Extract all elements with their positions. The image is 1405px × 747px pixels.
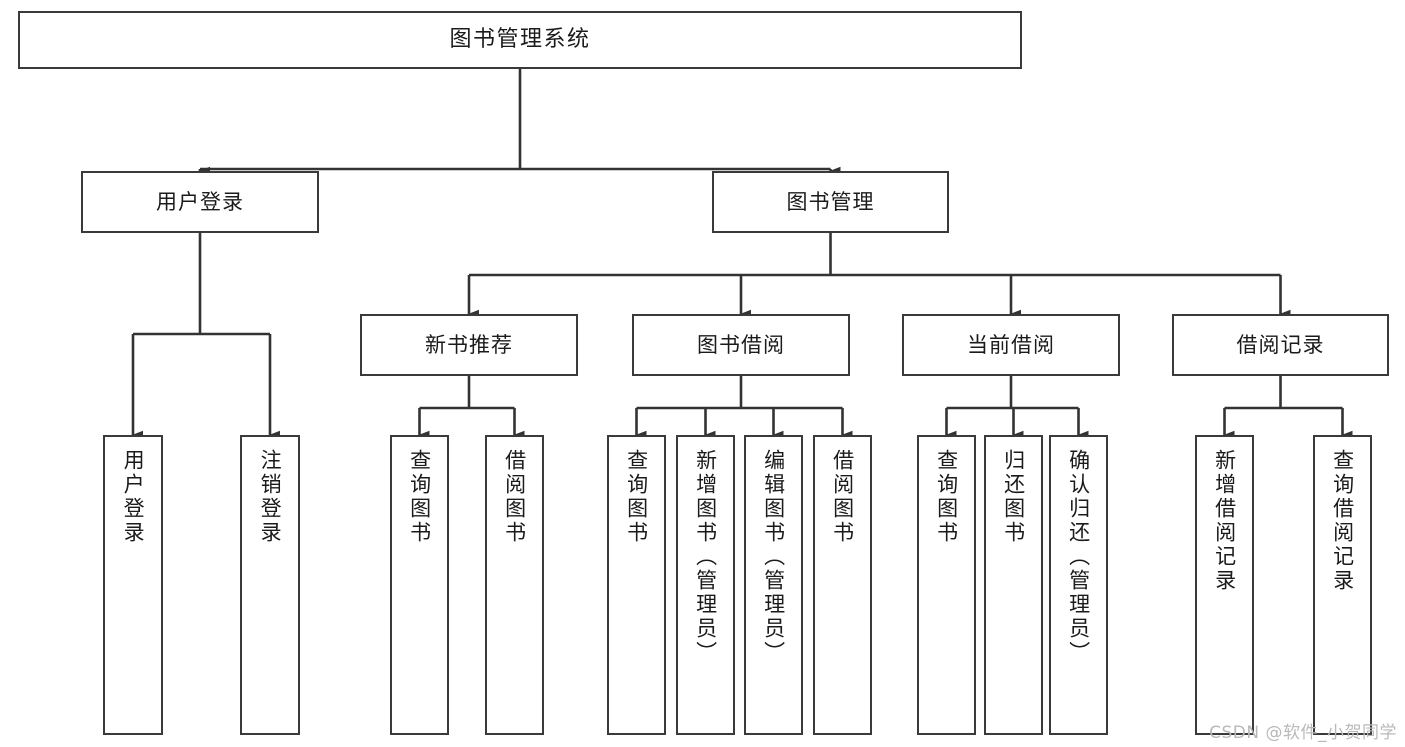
node-leaf-query-book-2[interactable]: 查询图书 (607, 435, 666, 735)
node-book-borrow-label: 图书借阅 (697, 332, 785, 357)
watermark-text: CSDN @软件_小贺同学 (1209, 723, 1397, 743)
node-leaf-edit-book-label: 编辑图书（管理员） (761, 449, 786, 665)
node-leaf-query-record[interactable]: 查询借阅记录 (1313, 435, 1372, 735)
node-user-login[interactable]: 用户登录 (81, 171, 319, 233)
node-leaf-query-book-1[interactable]: 查询图书 (390, 435, 449, 735)
node-leaf-query-book-1-label: 查询图书 (407, 449, 432, 545)
node-borrow-record-label: 借阅记录 (1236, 332, 1325, 357)
node-leaf-edit-book[interactable]: 编辑图书（管理员） (744, 435, 803, 735)
node-leaf-user-login-label: 用户登录 (121, 449, 146, 545)
node-current-borrow-label: 当前借阅 (967, 332, 1055, 357)
node-leaf-logout-label: 注销登录 (258, 449, 283, 545)
node-book-manage-label: 图书管理 (786, 189, 875, 214)
node-book-borrow[interactable]: 图书借阅 (632, 314, 850, 376)
node-new-book-recommend-label: 新书推荐 (425, 332, 513, 357)
node-leaf-query-book-3-label: 查询图书 (934, 449, 959, 545)
node-leaf-add-record-label: 新增借阅记录 (1212, 449, 1237, 593)
node-leaf-add-book-label: 新增图书（管理员） (693, 449, 718, 665)
node-leaf-add-book[interactable]: 新增图书（管理员） (676, 435, 735, 735)
node-leaf-logout[interactable]: 注销登录 (240, 435, 300, 735)
node-root-label: 图书管理系统 (449, 27, 591, 53)
node-leaf-confirm-return[interactable]: 确认归还（管理员） (1049, 435, 1108, 735)
node-root[interactable]: 图书管理系统 (18, 11, 1022, 69)
node-leaf-borrow-book-1-label: 借阅图书 (502, 449, 527, 545)
node-borrow-record[interactable]: 借阅记录 (1172, 314, 1389, 376)
node-leaf-borrow-book-2-label: 借阅图书 (830, 449, 855, 545)
node-book-manage[interactable]: 图书管理 (712, 171, 949, 233)
node-user-login-label: 用户登录 (156, 189, 244, 214)
node-leaf-return-book[interactable]: 归还图书 (984, 435, 1043, 735)
node-leaf-add-record[interactable]: 新增借阅记录 (1195, 435, 1254, 735)
node-leaf-confirm-return-label: 确认归还（管理员） (1066, 449, 1091, 665)
node-leaf-query-book-3[interactable]: 查询图书 (917, 435, 976, 735)
node-new-book-recommend[interactable]: 新书推荐 (360, 314, 578, 376)
node-leaf-user-login[interactable]: 用户登录 (103, 435, 163, 735)
node-leaf-query-book-2-label: 查询图书 (624, 449, 649, 545)
node-leaf-query-record-label: 查询借阅记录 (1330, 449, 1355, 593)
node-current-borrow[interactable]: 当前借阅 (902, 314, 1120, 376)
node-leaf-borrow-book-1[interactable]: 借阅图书 (485, 435, 544, 735)
node-leaf-return-book-label: 归还图书 (1001, 449, 1026, 545)
node-leaf-borrow-book-2[interactable]: 借阅图书 (813, 435, 872, 735)
